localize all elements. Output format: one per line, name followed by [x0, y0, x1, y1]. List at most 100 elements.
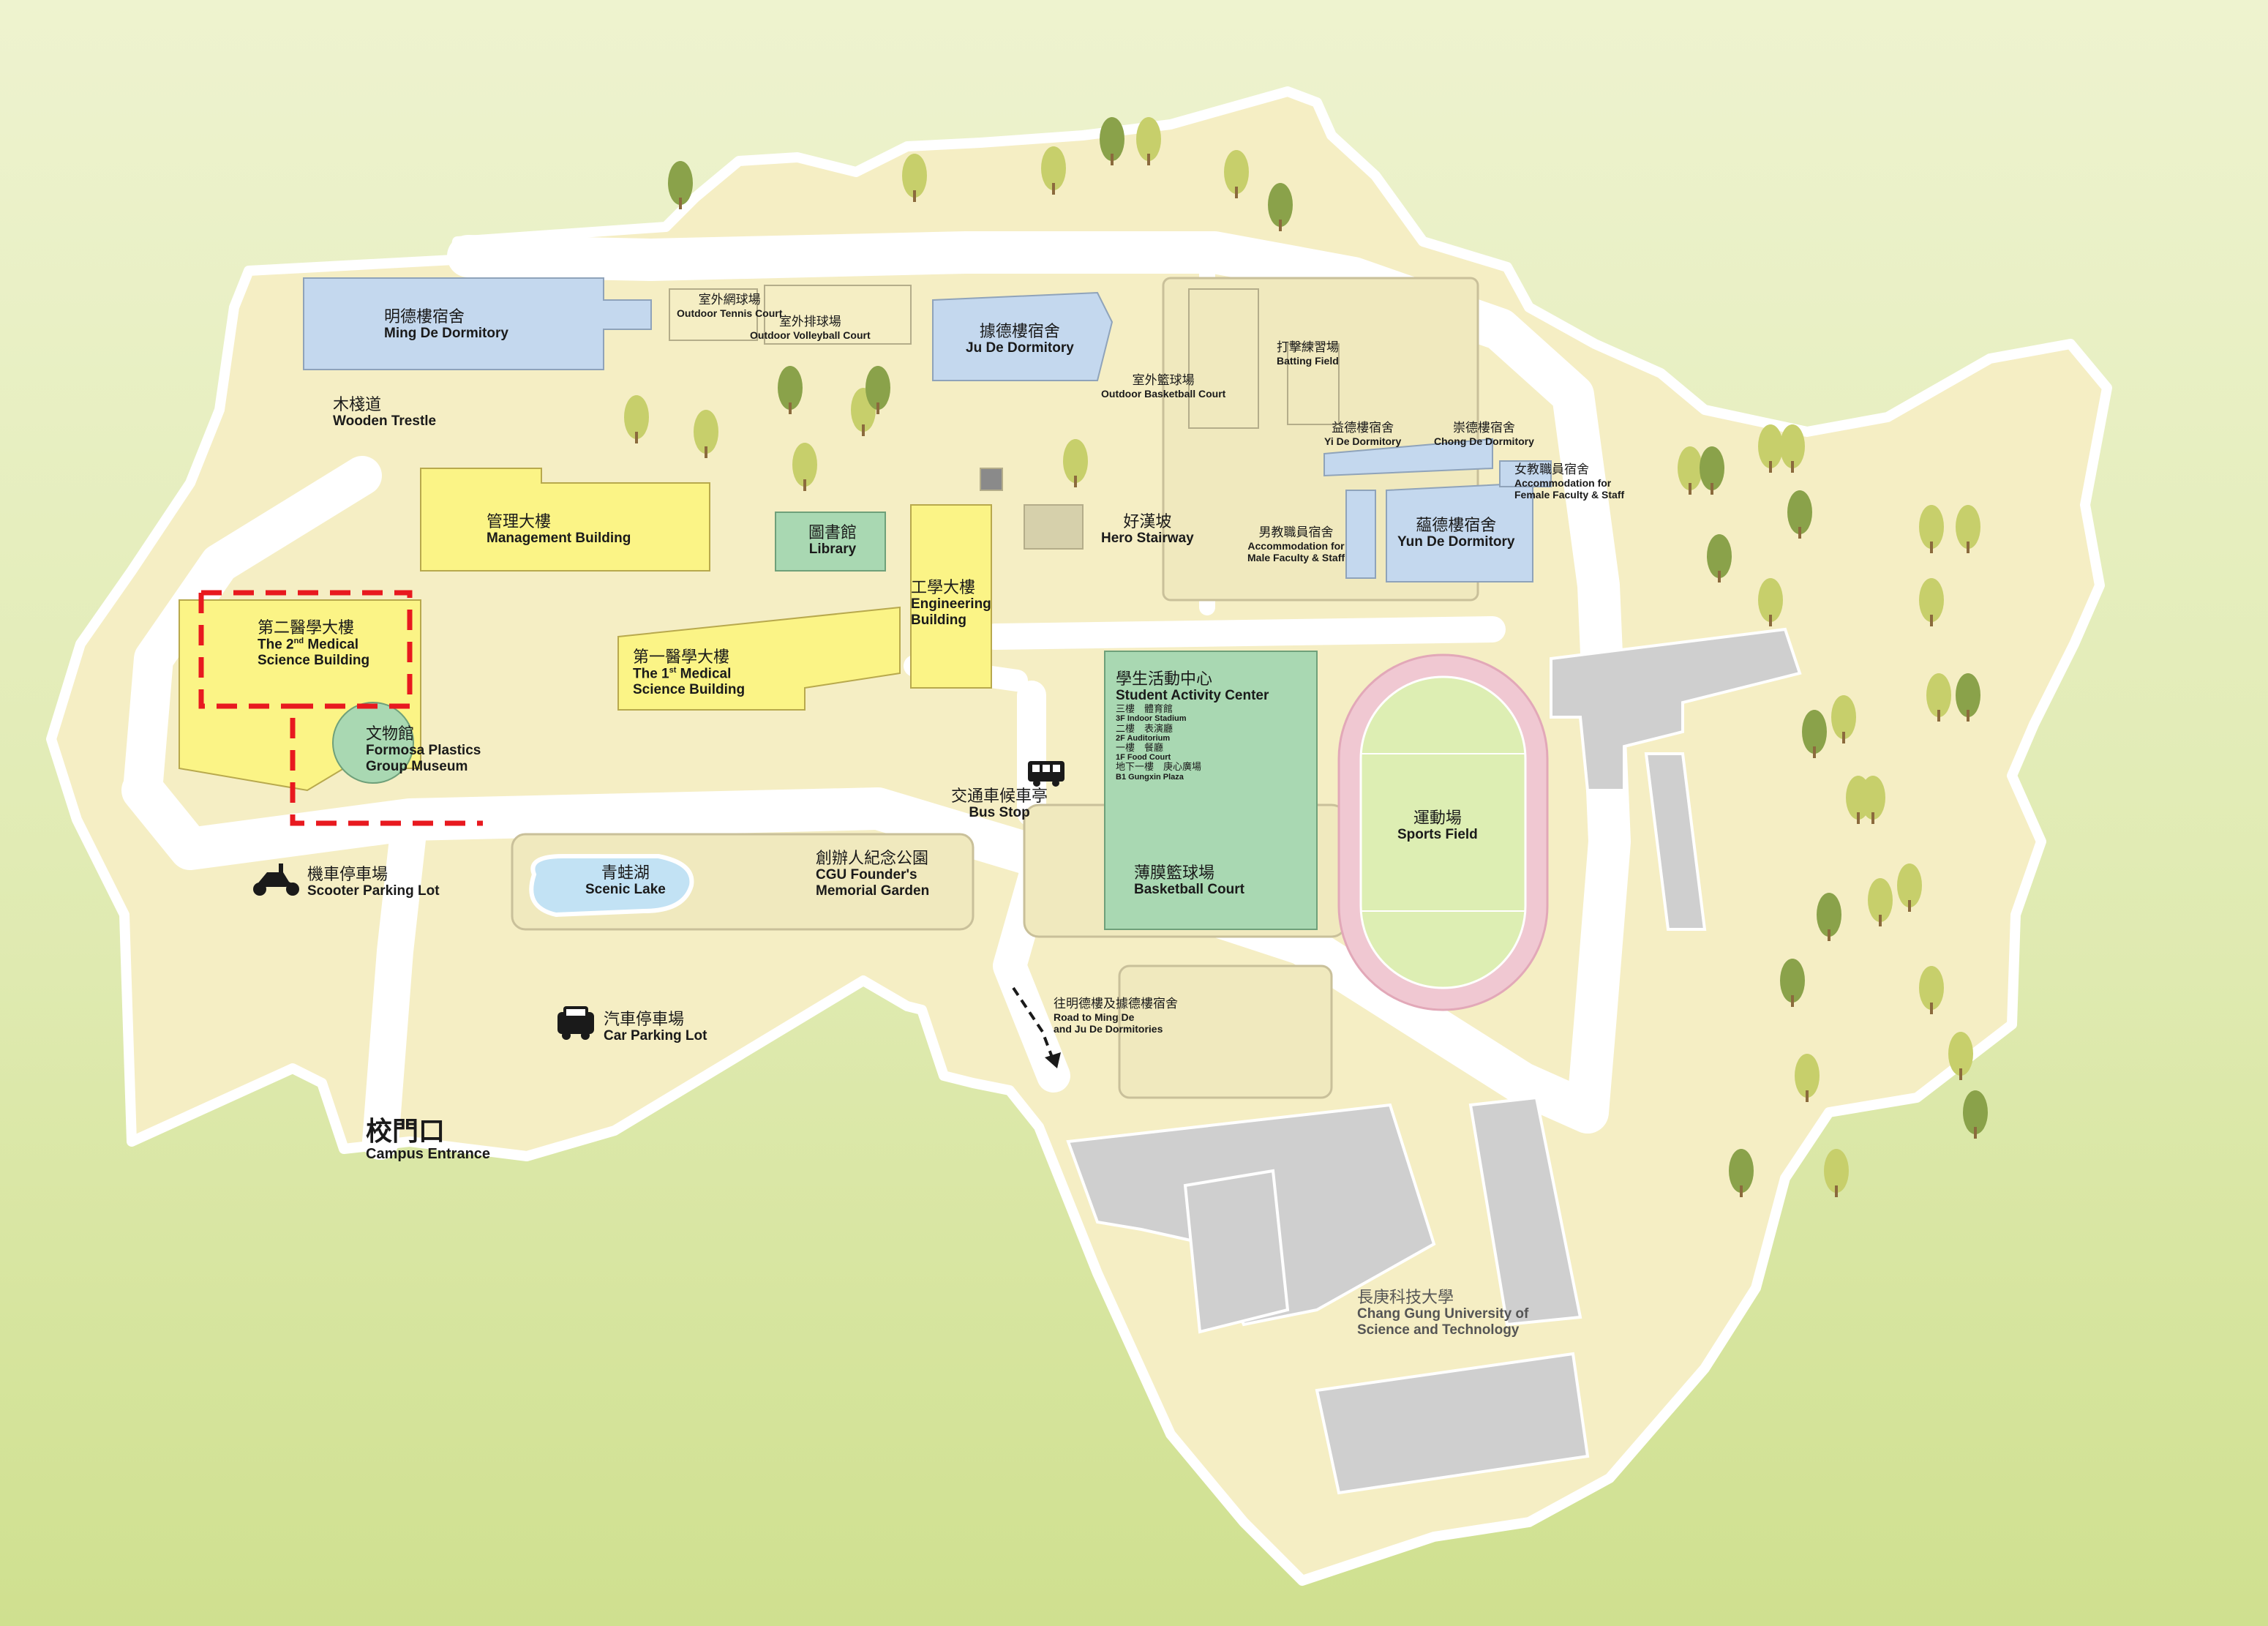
- med2-sup: nd: [293, 637, 304, 646]
- sports-zh: 運動場: [1413, 809, 1462, 827]
- sac-en: Student Activity Center: [1116, 688, 1269, 704]
- sports-en: Sports Field: [1397, 827, 1478, 843]
- ming-de-dormitory-label: 明德樓宿舍 Ming De Dormitory: [384, 307, 508, 342]
- tree-icon: [1224, 150, 1249, 198]
- car-zh: 汽車停車場: [604, 1010, 685, 1028]
- med2-zh: 第二醫學大樓: [258, 618, 355, 637]
- tree-icon: [778, 366, 803, 414]
- tree-icon: [1897, 863, 1922, 912]
- car-icon: [557, 1006, 594, 1040]
- museum-label: 文物館 Formosa Plastics Group Museum: [366, 724, 481, 775]
- tree-icon: [1824, 1149, 1849, 1197]
- highlight-outline: [198, 590, 483, 826]
- basketball-court-label: 薄膜籃球場 Basketball Court: [1134, 863, 1244, 898]
- second-medical-building-label: 第二醫學大樓 The 2nd Medical Science Building: [258, 618, 369, 669]
- cust-label: 長庚科技大學 Chang Gung University of Science …: [1357, 1288, 1528, 1338]
- hero-en: Hero Stairway: [1101, 531, 1194, 547]
- road-to-dormitories-label: 往明德樓及據德樓宿舍 Road to Ming De and Ju De Dor…: [1054, 997, 1178, 1035]
- tree-icon: [1956, 505, 1980, 553]
- tennis-zh: 室外網球場: [698, 293, 761, 307]
- tree-icon: [1919, 966, 1944, 1014]
- outdoor-basketball-label: 室外籃球場 Outdoor Basketball Court: [1101, 373, 1225, 400]
- engineering-en1: Engineering: [911, 596, 991, 612]
- dormitories: [303, 277, 1552, 582]
- chong-de-dormitory-label: 崇德樓宿舍 Chong De Dormitory: [1434, 421, 1534, 447]
- founder-garden-label: 創辦人紀念公園 CGU Founder's Memorial Garden: [816, 849, 929, 899]
- cust-buildings: [1066, 627, 1802, 1495]
- tree-icon: [865, 366, 890, 414]
- basketball-out-zh: 室外籃球場: [1132, 373, 1195, 387]
- tree-icon: [902, 154, 927, 202]
- male-staff-label: 男教職員宿舍 Accommodation for Male Faculty & …: [1247, 525, 1345, 563]
- hero-stairway-label: 好漢坡 Hero Stairway: [1101, 512, 1194, 547]
- tree-icon: [1136, 117, 1161, 165]
- tree-icon: [1268, 183, 1293, 231]
- female-staff-zh: 女教職員宿舍: [1514, 462, 1589, 476]
- tree-icon: [1919, 578, 1944, 626]
- lake-en: Scenic Lake: [585, 882, 666, 898]
- tree-icon: [1831, 695, 1856, 743]
- entrance-zh: 校門口: [366, 1116, 446, 1146]
- tree-icon: [1780, 424, 1805, 473]
- tennis-en: Outdoor Tennis Court: [677, 307, 783, 319]
- scooter-en: Scooter Parking Lot: [307, 883, 440, 899]
- trees: [624, 117, 1988, 1197]
- med2-en-a: The 2: [258, 637, 294, 653]
- yun-de-dormitory-label: 蘊德樓宿舍 Yun De Dormitory: [1397, 516, 1514, 550]
- bus-zh: 交通車候車亭: [951, 787, 1048, 805]
- car-en: Car Parking Lot: [604, 1028, 707, 1044]
- car-parking-label: 汽車停車場 Car Parking Lot: [604, 1010, 707, 1044]
- tree-icon: [1707, 534, 1732, 582]
- museum-zh: 文物館: [366, 724, 415, 743]
- med1-sup: st: [669, 666, 677, 675]
- engineering-en2: Building: [911, 612, 966, 629]
- green-buildings: [332, 512, 1318, 930]
- cust-en1: Chang Gung University of: [1357, 1306, 1529, 1322]
- sports-field: [1337, 653, 1549, 1011]
- tree-icon: [1860, 776, 1885, 824]
- med2-en-b: Medical: [304, 637, 359, 653]
- road-dorm-en1: Road to Ming De: [1054, 1011, 1135, 1023]
- road-to-dorm-arrow: [1012, 986, 1061, 1068]
- ming-de-en: Ming De Dormitory: [384, 326, 508, 342]
- male-staff-en2: Male Faculty & Staff: [1247, 551, 1345, 563]
- basketball-thin-zh: 薄膜籃球場: [1134, 863, 1215, 882]
- tree-icon: [1926, 673, 1951, 722]
- tree-icon: [1956, 673, 1980, 722]
- tree-icon: [668, 161, 693, 209]
- cust-en2: Science and Technology: [1357, 1322, 1520, 1338]
- library-en: Library: [808, 542, 857, 558]
- sac-zh: 學生活動中心: [1116, 670, 1213, 688]
- trestle-en: Wooden Trestle: [333, 413, 437, 430]
- tree-icon: [1041, 146, 1066, 195]
- scenic-lake-label: 青蛙湖 Scenic Lake: [585, 863, 666, 898]
- management-building-label: 管理大樓 Management Building: [487, 512, 631, 547]
- med1-en-a: The 1: [633, 666, 669, 682]
- cust-zh: 長庚科技大學: [1357, 1288, 1454, 1306]
- tree-icon: [624, 395, 649, 443]
- tree-icon: [1758, 424, 1783, 473]
- med1-zh: 第一醫學大樓: [633, 648, 730, 666]
- female-staff-en1: Accommodation for: [1514, 476, 1612, 489]
- volleyball-court-label: 室外排球場 Outdoor Volleyball Court: [750, 315, 871, 341]
- yi-de-zh: 益德樓宿舍: [1332, 421, 1394, 435]
- sports-field-label: 運動場 Sports Field: [1397, 809, 1478, 843]
- med1-en2: Science Building: [633, 682, 746, 698]
- scooter-parking-label: 機車停車場 Scooter Parking Lot: [307, 865, 440, 899]
- scenic-lake: [529, 854, 694, 918]
- yi-de-dormitory-label: 益德樓宿舍 Yi De Dormitory: [1324, 421, 1401, 447]
- tree-icon: [1919, 505, 1944, 553]
- batting-field-label: 打擊練習場 Batting Field: [1277, 340, 1339, 367]
- tree-icon: [792, 443, 817, 491]
- courts: [669, 285, 1340, 429]
- tree-icon: [1729, 1149, 1754, 1197]
- female-staff-en2: Female Faculty & Staff: [1514, 488, 1625, 501]
- tree-icon: [1700, 446, 1724, 495]
- small-structures: [980, 468, 1084, 550]
